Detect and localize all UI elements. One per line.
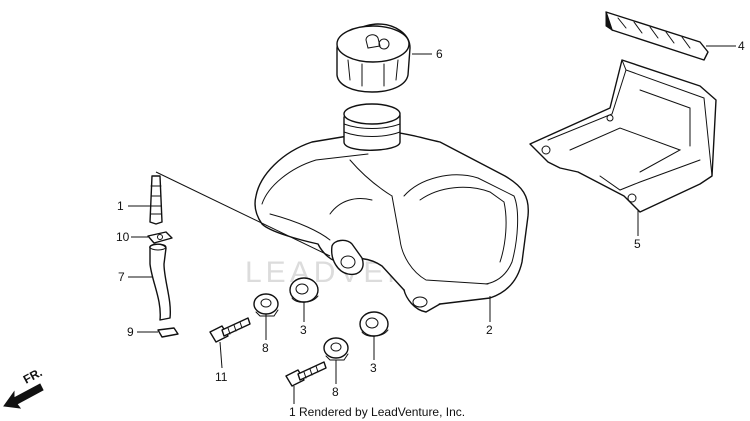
- callout-10: 10: [116, 230, 130, 244]
- direction-label: FR.: [21, 365, 45, 386]
- callout-11-lower: 1: [289, 405, 296, 419]
- callout-4: 4: [738, 39, 745, 53]
- callout-2: 2: [486, 323, 493, 337]
- callout-5: 5: [634, 237, 641, 251]
- callout-8-lower: 8: [332, 385, 339, 399]
- callout-1: 1: [117, 199, 124, 213]
- callout-7: 7: [118, 270, 125, 284]
- callout-9: 9: [127, 325, 134, 339]
- callout-3-lower: 3: [370, 361, 377, 375]
- hose-clip-upper[interactable]: [147, 231, 173, 244]
- collar-upper[interactable]: [253, 293, 279, 317]
- callout-11-upper: 11: [215, 370, 228, 384]
- front-direction-arrow: FR.: [3, 365, 45, 409]
- fuel-hose[interactable]: [149, 243, 172, 321]
- fuel-filter[interactable]: [149, 175, 163, 225]
- hose-clip-lower[interactable]: [157, 327, 179, 338]
- fuel-cap[interactable]: [336, 23, 411, 93]
- bolt-lower[interactable]: [285, 361, 327, 387]
- collar-lower[interactable]: [323, 337, 349, 361]
- grommet-upper[interactable]: [289, 277, 319, 303]
- leader-lines: [128, 45, 736, 404]
- callout-3-upper: 3: [300, 323, 307, 337]
- rubber-strip[interactable]: [605, 11, 709, 61]
- footer-credit: Rendered by LeadVenture, Inc.: [299, 405, 465, 419]
- bolt-upper[interactable]: [209, 317, 251, 343]
- grommet-lower[interactable]: [359, 311, 389, 337]
- fuel-tank[interactable]: [254, 103, 529, 313]
- callout-6: 6: [436, 47, 443, 61]
- tank-bracket[interactable]: [529, 59, 717, 213]
- callout-8-upper: 8: [262, 341, 269, 355]
